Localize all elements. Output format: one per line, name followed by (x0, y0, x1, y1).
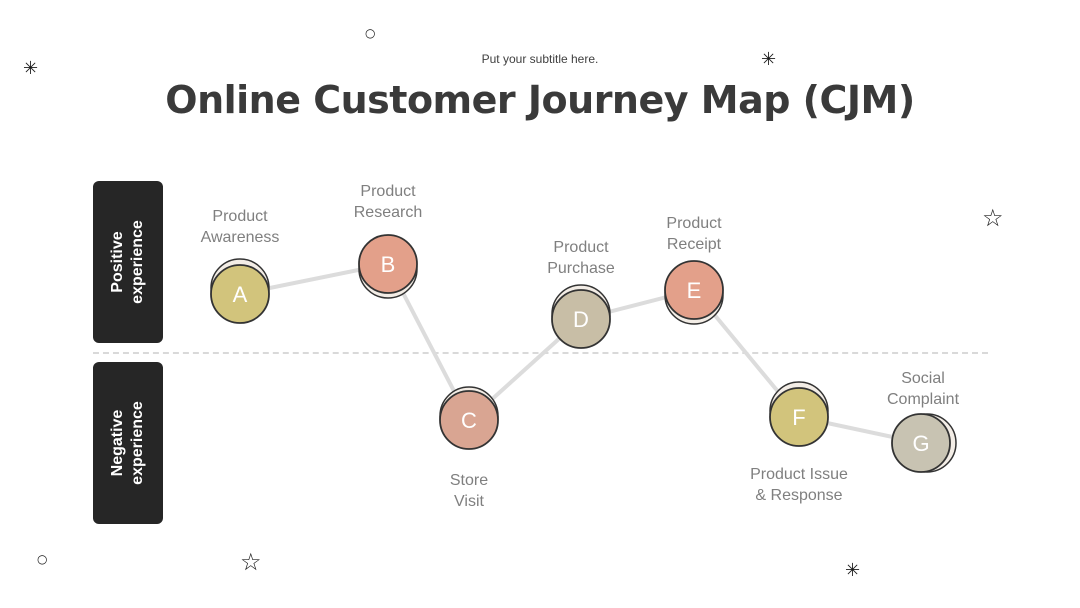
stage-label-e: Product Receipt (666, 215, 722, 253)
star-icon: ☆ (982, 204, 1004, 232)
node-circle (358, 234, 418, 294)
stage-label-a: Product Awareness (200, 208, 280, 246)
subtitle: Put your subtitle here. (481, 52, 599, 66)
journey-node-a: A (210, 258, 270, 324)
node-circle (664, 260, 724, 320)
sparkle-icon: ✳ (761, 49, 777, 70)
node-letter: D (573, 307, 589, 332)
journey-node-c: C (439, 386, 499, 450)
stage-label-b: Product Research (353, 183, 423, 221)
circle-icon: ○ (37, 552, 48, 566)
star-icon: ☆ (240, 548, 262, 576)
stage-label-d: Product Purchase (547, 239, 615, 277)
journey-node-b: B (358, 234, 418, 299)
journey-node-d: D (551, 284, 611, 349)
node-circle (891, 413, 951, 473)
node-circle (551, 289, 611, 349)
stage-label-g: Social Complaint (886, 370, 960, 408)
circle-icon: ○ (365, 26, 376, 40)
journey-nodes: A B C D E F G (210, 234, 957, 473)
negative-experience-band: Negative experience (93, 362, 163, 524)
page-title: Online Customer Journey Map (CJM) (165, 78, 915, 122)
node-letter: B (381, 252, 396, 277)
journey-node-f: F (769, 381, 829, 447)
stage-label-c: Store Visit (449, 472, 489, 510)
sparkle-icon: ✳ (23, 58, 39, 79)
positive-experience-band: Positive experience (93, 181, 163, 343)
sparkle-icon: ✳ (845, 560, 861, 581)
journey-node-g: G (891, 413, 957, 473)
node-letter: A (233, 282, 248, 307)
node-circle (439, 390, 499, 450)
node-letter: F (792, 405, 805, 430)
node-letter: G (912, 431, 929, 456)
node-circle (210, 264, 270, 324)
node-letter: E (687, 278, 702, 303)
journey-node-e: E (664, 260, 724, 325)
node-circle (769, 387, 829, 447)
stage-label-f: Product Issue & Response (750, 466, 848, 504)
node-letter: C (461, 408, 477, 433)
